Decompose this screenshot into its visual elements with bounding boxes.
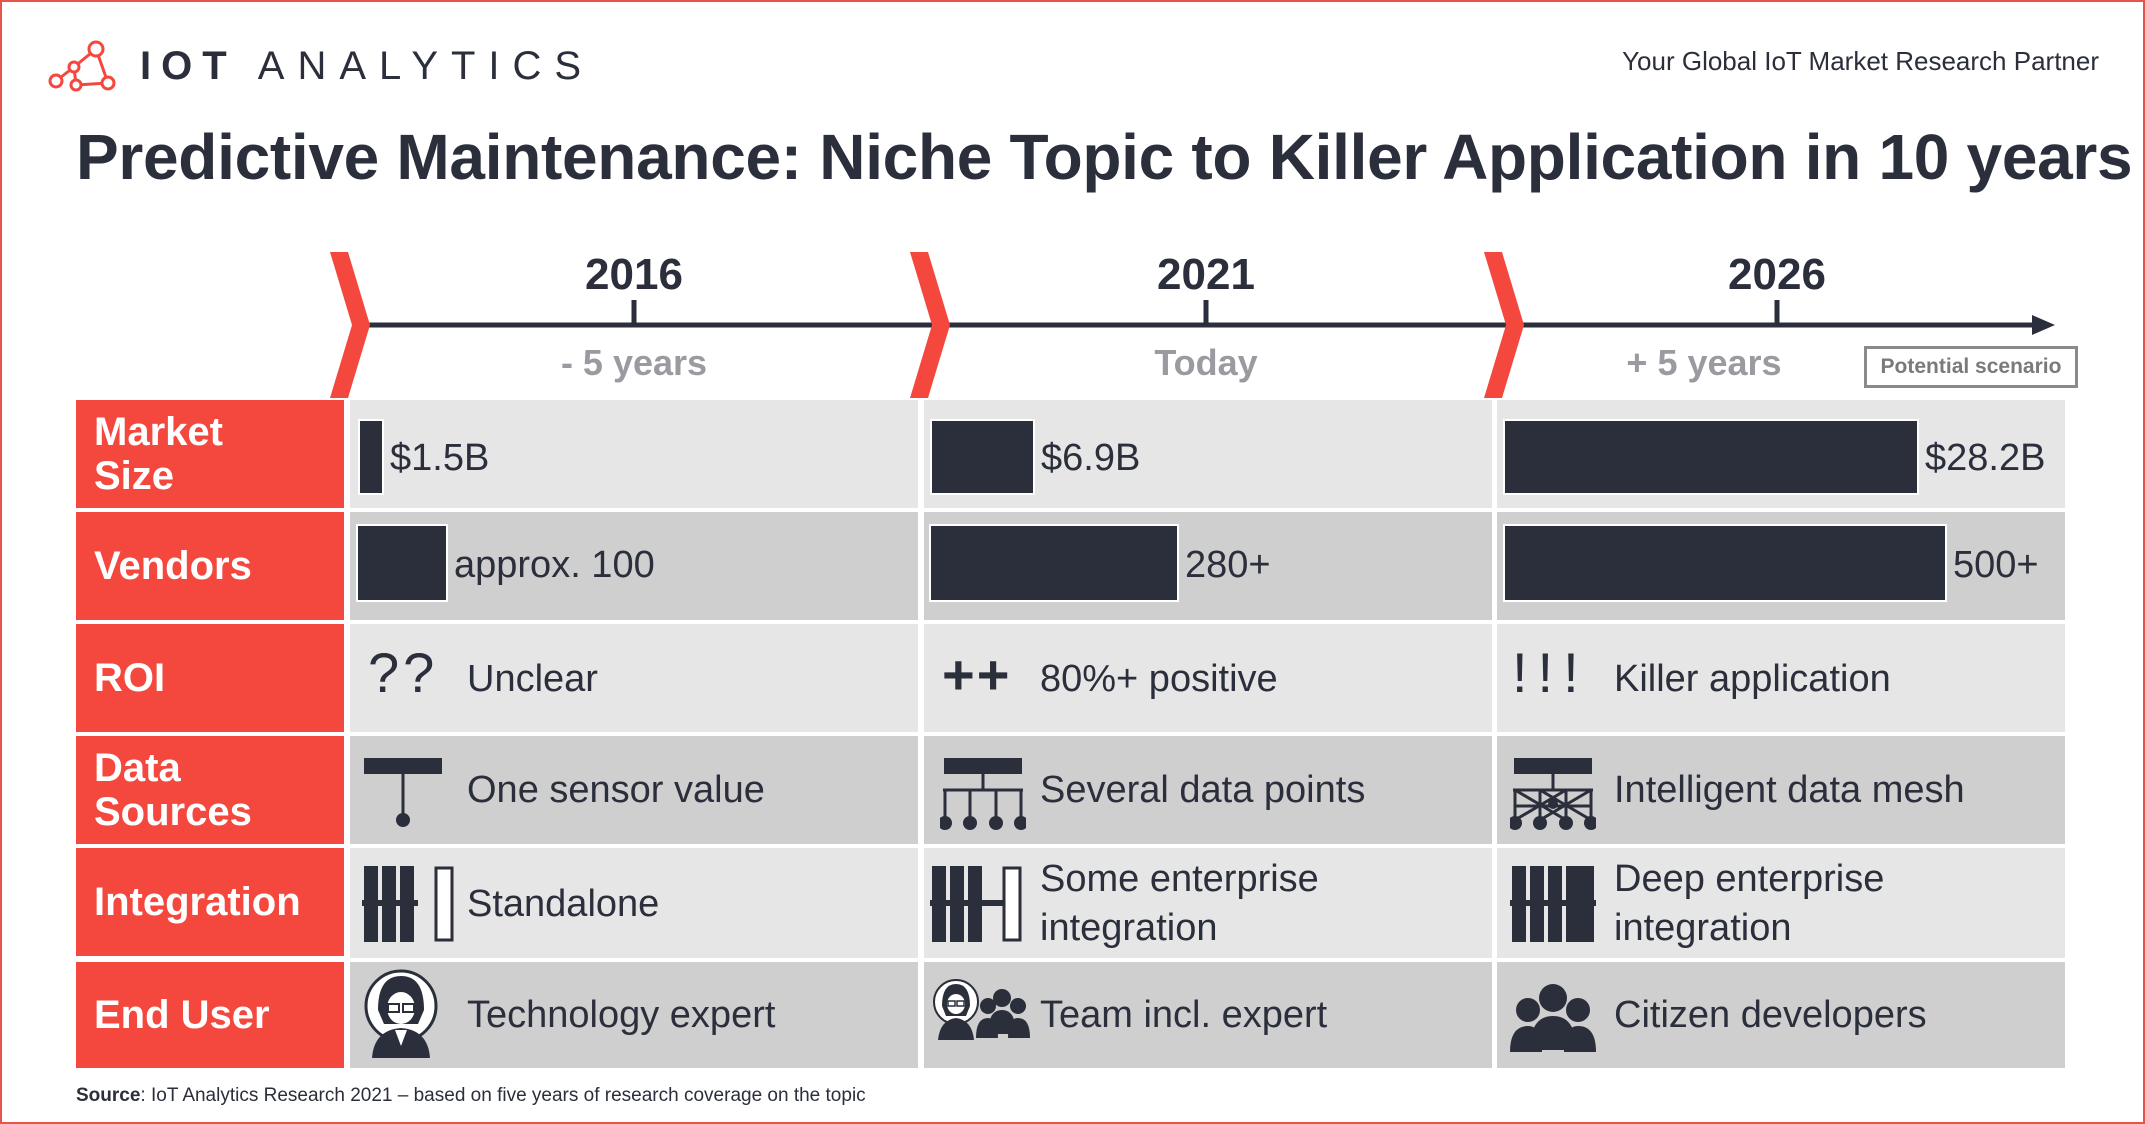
row-label-market-size: Market Size bbox=[76, 400, 344, 508]
vendors-2021: 280+ bbox=[1185, 544, 1271, 586]
market-size-bar-2021 bbox=[932, 421, 1033, 493]
market-size-2026: $28.2B bbox=[1925, 437, 2046, 479]
integration-2021-line1: Some enterprise bbox=[1040, 858, 1319, 900]
timeline-arrowhead bbox=[2032, 315, 2055, 335]
roi-symbol-2016: ?? bbox=[368, 641, 439, 704]
citizen-group-icon bbox=[1510, 984, 1596, 1052]
roi-symbol-2026: !!! bbox=[1512, 641, 1589, 704]
market-size-2021: $6.9B bbox=[1041, 437, 1141, 479]
row-label-integration: Integration bbox=[76, 848, 344, 956]
vendors-bar-2026 bbox=[1505, 526, 1945, 600]
integration-2026-line2: integration bbox=[1614, 907, 1792, 949]
market-size-bar-2016 bbox=[360, 421, 382, 493]
brand-logo: IOT ANALYTICS bbox=[46, 34, 594, 98]
source-label: Source bbox=[76, 1085, 141, 1106]
relative-2016: - 5 years bbox=[560, 342, 708, 383]
logo-bold-text: IOT bbox=[140, 43, 237, 88]
chevron-2016 bbox=[330, 252, 370, 398]
integration-full-icon bbox=[1510, 866, 1596, 942]
vendors-2026: 500+ bbox=[1953, 544, 2039, 586]
data-mesh-icon bbox=[1510, 758, 1596, 830]
source-text: : IoT Analytics Research 2021 – based on… bbox=[140, 1085, 866, 1106]
cell-roi-2016 bbox=[350, 624, 918, 732]
roi-2016: Unclear bbox=[467, 658, 598, 700]
chevron-2026 bbox=[1484, 252, 1524, 398]
row-label-end-user: End User bbox=[76, 962, 344, 1068]
data-sources-2016: One sensor value bbox=[467, 769, 765, 811]
roi-2021: 80%+ positive bbox=[1040, 658, 1278, 700]
cell-roi-2026 bbox=[1497, 624, 2065, 732]
end-user-2016: Technology expert bbox=[467, 994, 776, 1036]
end-user-2021: Team incl. expert bbox=[1040, 994, 1328, 1036]
cell-data-2016 bbox=[350, 736, 918, 844]
network-logo-icon bbox=[48, 40, 116, 92]
logo-light-text: ANALYTICS bbox=[257, 43, 595, 88]
integration-2021-line2: integration bbox=[1040, 907, 1218, 949]
chevron-2021 bbox=[910, 252, 950, 398]
team-with-expert-icon bbox=[933, 979, 1030, 1040]
integration-2026-line1: Deep enterprise bbox=[1614, 858, 1885, 900]
year-2016: 2016 bbox=[585, 250, 683, 299]
multi-sensor-icon bbox=[940, 758, 1026, 830]
cell-roi-2021 bbox=[924, 624, 1492, 732]
roi-symbol-2021: ++ bbox=[942, 643, 1012, 706]
cell-enduser-2021 bbox=[924, 962, 1492, 1068]
data-sources-2026: Intelligent data mesh bbox=[1614, 769, 1965, 811]
tagline: Your Global IoT Market Research Partner bbox=[1622, 46, 2099, 76]
potential-scenario-badge: Potential scenario bbox=[1864, 346, 2078, 388]
vendors-bar-2021 bbox=[931, 526, 1177, 600]
market-size-2016: $1.5B bbox=[390, 437, 490, 479]
source-note: Source: IoT Analytics Research 2021 – ba… bbox=[76, 1085, 866, 1107]
timeline-axis bbox=[330, 252, 2055, 398]
row-label-data-sources: Data Sources bbox=[76, 736, 344, 844]
single-sensor-icon bbox=[364, 758, 442, 827]
relative-2021: Today bbox=[1154, 342, 1258, 383]
integration-standalone-icon bbox=[362, 866, 454, 942]
data-sources-2021: Several data points bbox=[1040, 769, 1366, 811]
vendors-2016: approx. 100 bbox=[454, 544, 655, 586]
vendors-bar-2016 bbox=[358, 526, 446, 600]
row-label-roi: ROI bbox=[76, 624, 344, 732]
expert-person-icon bbox=[364, 969, 438, 1058]
integration-partial-icon bbox=[930, 866, 1022, 942]
cell-enduser-2016 bbox=[350, 962, 918, 1068]
integration-2016: Standalone bbox=[467, 883, 660, 925]
market-size-bar-2026 bbox=[1505, 421, 1917, 493]
roi-2026: Killer application bbox=[1614, 658, 1891, 700]
cell-market-2016 bbox=[350, 400, 918, 508]
relative-2026: + 5 years bbox=[1626, 342, 1782, 383]
year-2021: 2021 bbox=[1157, 250, 1255, 299]
row-label-vendors: Vendors bbox=[76, 512, 344, 620]
year-2026: 2026 bbox=[1728, 250, 1826, 299]
end-user-2026: Citizen developers bbox=[1614, 994, 1927, 1036]
page-title: Predictive Maintenance: Niche Topic to K… bbox=[76, 121, 2133, 193]
